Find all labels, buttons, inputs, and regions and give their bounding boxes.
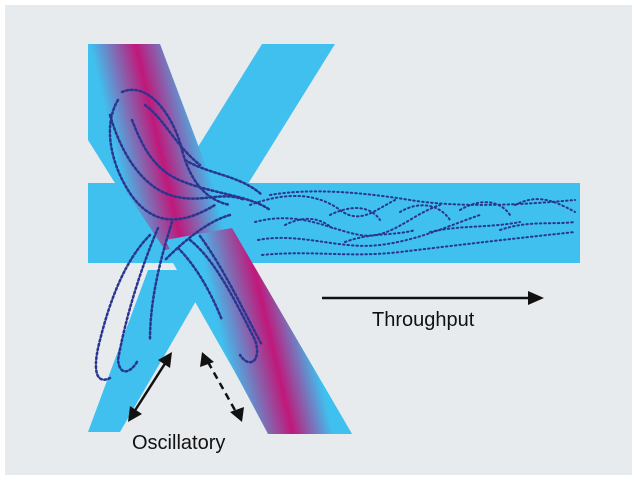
throughput-label: Throughput	[372, 309, 475, 331]
oscillatory-label: Oscillatory	[132, 432, 225, 454]
